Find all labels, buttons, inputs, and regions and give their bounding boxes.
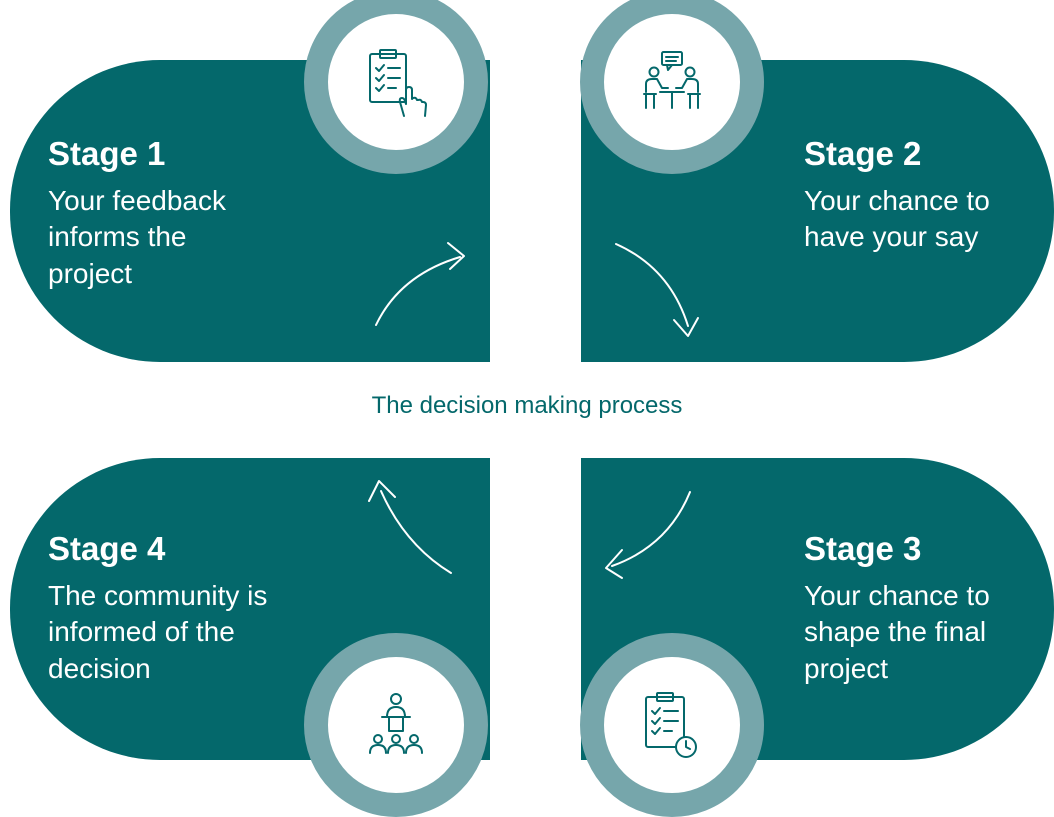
stage-1-title: Stage 1	[48, 135, 166, 172]
stage-3-icon-ring	[580, 633, 764, 817]
stage-3-description: Your chance to shape the final project	[804, 580, 990, 684]
stage-3-title: Stage 3	[804, 530, 922, 567]
stage-4-title: Stage 4	[48, 530, 166, 567]
diagram-title: The decision making process	[371, 392, 683, 419]
arrow-stage-3-to-4	[605, 491, 691, 579]
stage-2-description: Your chance to have your say	[804, 185, 990, 253]
arrow-stage-4-to-1	[368, 480, 452, 574]
arrow-stage-2-to-3	[615, 243, 699, 337]
stage-2-title: Stage 2	[804, 135, 922, 172]
presentation-audience-icon	[369, 693, 423, 754]
clipboard-clock-icon	[645, 692, 697, 758]
stage-1-description: Your feedback informs the project	[48, 185, 226, 289]
stage-4-icon-ring	[304, 633, 488, 817]
clipboard-pointer-icon	[369, 49, 427, 117]
meeting-discussion-icon	[643, 51, 701, 109]
arrow-stage-1-to-2	[375, 242, 465, 326]
stage-4-description: The community is informed of the decisio…	[48, 580, 268, 684]
